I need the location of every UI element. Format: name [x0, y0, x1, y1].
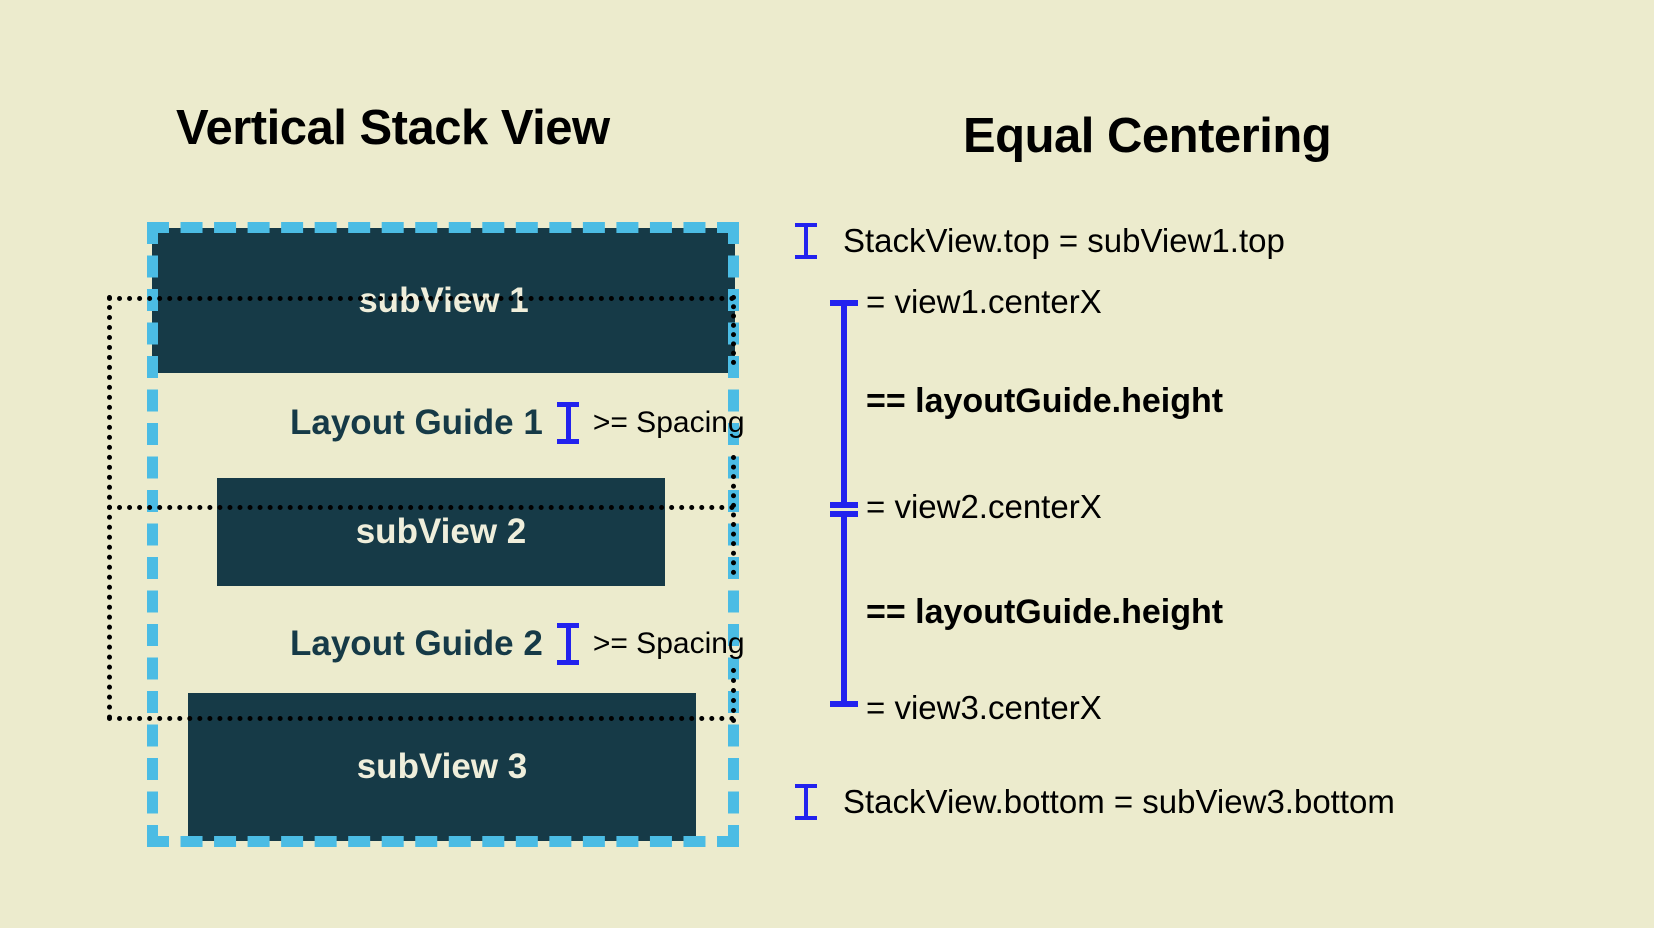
layout-guide-2-height-label: == layoutGuide.height — [866, 593, 1224, 631]
layout-guide-1-label: Layout Guide 1 — [290, 403, 543, 442]
layout-guide-2-height-row: == layoutGuide.height — [866, 593, 1223, 632]
page-title-left: Vertical Stack View — [176, 101, 610, 155]
centerx-endpoint-view2-label: = view2.centerX — [866, 488, 1102, 525]
i-beam-icon — [556, 402, 579, 444]
page-title-right: Equal Centering — [963, 109, 1332, 163]
layout-guide-2-relation: >= Spacing — [592, 627, 745, 660]
layout-guide-1-relation: >= Spacing — [592, 406, 745, 439]
constraint-top-row: StackView.top = subView1.top — [795, 222, 1285, 260]
constraint-top-label: StackView.top = subView1.top — [843, 222, 1285, 259]
centerx-line-view1 — [107, 296, 735, 301]
centerx-line-view2 — [107, 505, 735, 510]
constraint-bottom-label: StackView.bottom = subView3.bottom — [843, 783, 1395, 820]
centerx-connector-right-upper — [731, 295, 736, 365]
i-beam-icon — [556, 623, 579, 665]
i-beam-icon — [795, 784, 817, 820]
layout-guide-2-label: Layout Guide 2 — [290, 624, 543, 663]
subview-3-label: subView 3 — [356, 747, 528, 786]
layout-guide-1-height-label: == layoutGuide.height — [866, 382, 1224, 420]
layout-guide-2-span-bar — [830, 511, 858, 707]
centerx-endpoint-view3: = view3.centerX — [866, 689, 1102, 727]
layout-guide-2-row: Layout Guide 2 >= Spacing — [290, 623, 745, 665]
centerx-endpoint-view3-label: = view3.centerX — [866, 689, 1102, 726]
centerx-endpoint-view1: = view1.centerX — [866, 283, 1102, 321]
i-beam-icon — [795, 223, 817, 259]
centerx-connector-right-lower — [731, 668, 736, 723]
subview-2-box[interactable]: subView 2 — [217, 478, 665, 586]
centerx-connector-right-middle — [731, 455, 736, 575]
centerx-endpoint-view1-label: = view1.centerX — [866, 283, 1102, 320]
subview-2-label: subView 2 — [355, 512, 527, 551]
centerx-line-view3 — [107, 716, 735, 721]
layout-guide-1-height-row: == layoutGuide.height — [866, 382, 1223, 421]
centerx-endpoint-view2: = view2.centerX — [866, 488, 1102, 526]
layout-guide-1-span-bar — [830, 300, 858, 508]
layout-guide-1-row: Layout Guide 1 >= Spacing — [290, 402, 745, 444]
constraint-bottom-row: StackView.bottom = subView3.bottom — [795, 783, 1395, 821]
